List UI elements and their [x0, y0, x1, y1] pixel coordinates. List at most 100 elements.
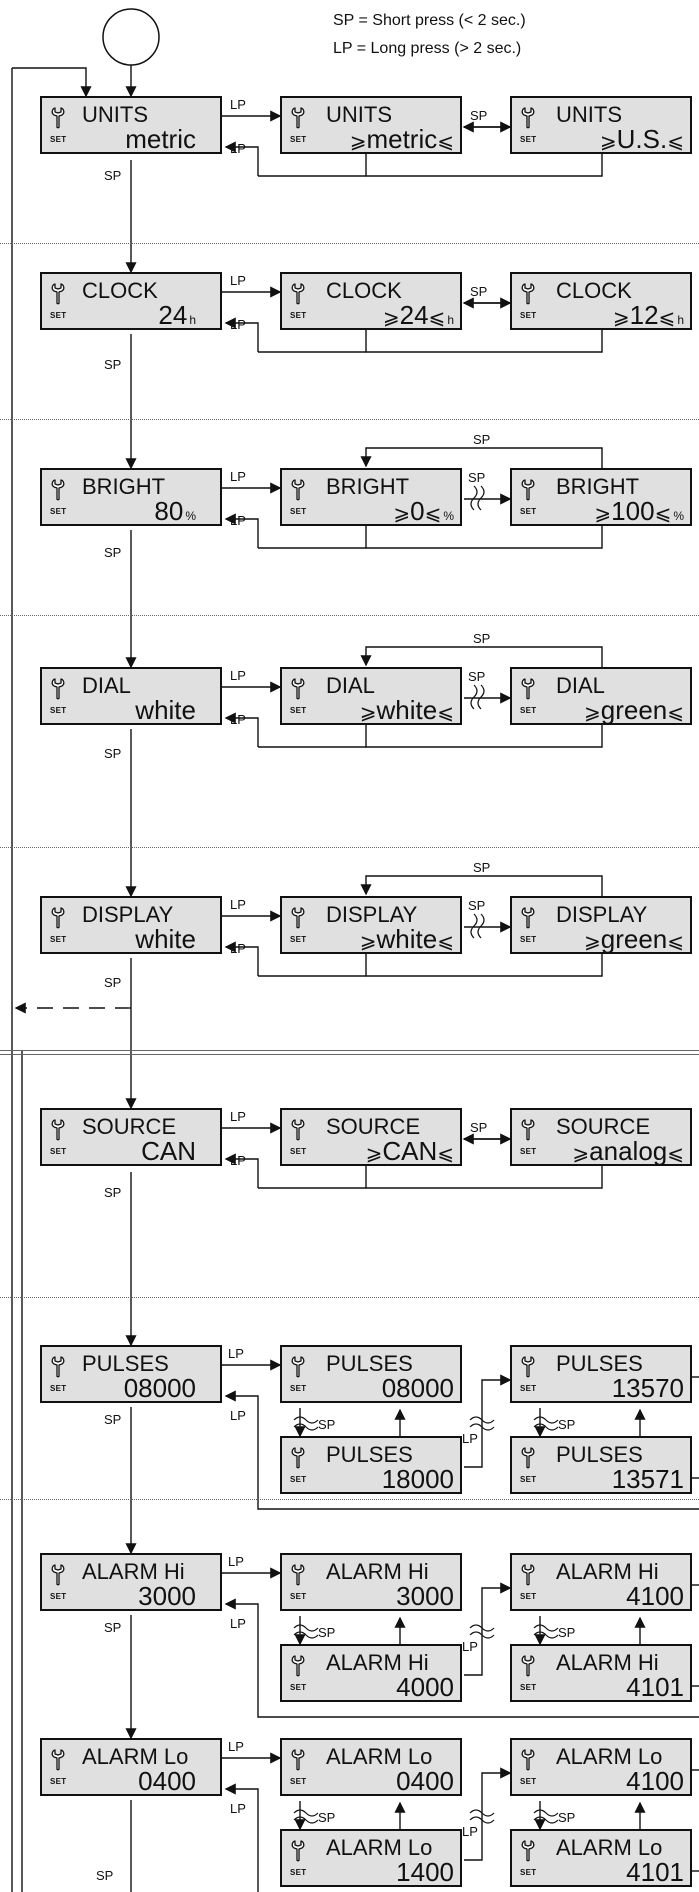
- set-label: SET: [520, 135, 537, 144]
- alarm-hi-edit-value: 3000: [396, 1581, 454, 1611]
- unit-text: %: [185, 509, 196, 523]
- units-value: metric: [125, 124, 196, 154]
- bracket-left-icon: ⩾: [359, 931, 377, 953]
- clock-option-12-box: SET CLOCK ⩾12⩽h: [510, 272, 692, 330]
- clock-title: CLOCK: [556, 278, 632, 303]
- lp-label: LP: [230, 897, 246, 912]
- bracket-left-icon: ⩾: [572, 1143, 590, 1165]
- display-title: DISPLAY: [556, 902, 648, 927]
- sp-label: SP: [473, 860, 491, 875]
- lp-label: LP: [228, 1346, 244, 1361]
- option-text: 12: [629, 300, 659, 330]
- bright-value: 80%: [154, 497, 196, 530]
- wrench-icon: [291, 283, 309, 305]
- wrench-icon: [291, 678, 309, 700]
- clock-option-24-box: SET CLOCK ⩾24⩽h: [280, 272, 462, 330]
- set-label: SET: [290, 507, 307, 516]
- bracket-left-icon: ⩾: [583, 702, 601, 724]
- set-label: SET: [50, 1592, 67, 1601]
- value-text: 80: [154, 496, 184, 526]
- lp-label: LP: [230, 1616, 246, 1631]
- option-text: 100: [611, 496, 655, 526]
- source-option-can-box: SET SOURCE ⩾CAN⩽: [280, 1108, 462, 1166]
- source-title: SOURCE: [326, 1114, 421, 1139]
- set-label: SET: [290, 1777, 307, 1786]
- alarm-lo-current-box: SET ALARM Lo 0400: [40, 1738, 222, 1796]
- bright-option-100-box: SET BRIGHT ⩾100⩽%: [510, 468, 692, 526]
- wrench-icon: [51, 1119, 69, 1141]
- units-option-value: ⩾metric⩽: [350, 125, 454, 156]
- wrench-icon: [521, 678, 539, 700]
- alarm-lo-value: 0400: [138, 1766, 196, 1796]
- bracket-right-icon: ⩽: [667, 931, 684, 953]
- pulses-edit-value: 13571: [611, 1464, 684, 1494]
- wrench-icon: [291, 907, 309, 929]
- display-option-value: ⩾green⩽: [584, 925, 684, 956]
- value-text: 24: [158, 300, 188, 330]
- alarm-hi-title: ALARM Hi: [326, 1650, 429, 1675]
- dial-title: DIAL: [326, 673, 375, 698]
- bracket-right-icon: ⩽: [658, 307, 676, 329]
- sp-label: SP: [104, 1185, 122, 1200]
- wrench-icon: [51, 1749, 69, 1771]
- wrench-icon: [291, 1655, 309, 1677]
- set-label: SET: [290, 1683, 307, 1692]
- wrench-icon: [291, 1749, 309, 1771]
- dial-option-green-box: SET DIAL ⩾green⩽: [510, 667, 692, 725]
- units-option-metric-box: SET UNITS ⩾metric⩽: [280, 96, 462, 154]
- set-label: SET: [290, 706, 307, 715]
- alarm-lo-edit-box: SET ALARM Lo 1400: [280, 1829, 462, 1887]
- wrench-icon: [51, 678, 69, 700]
- section-separator: [0, 243, 699, 244]
- section-separator: [0, 1499, 699, 1500]
- bracket-left-icon: ⩾: [359, 702, 377, 724]
- alarm-lo-edit-value: 0400: [396, 1766, 454, 1796]
- pulses-edit-box: SET PULSES 13570: [510, 1345, 692, 1403]
- start-circle: [102, 8, 160, 66]
- lp-label: LP: [230, 273, 246, 288]
- unit-text: %: [673, 509, 684, 523]
- wrench-icon: [521, 107, 539, 129]
- set-label: SET: [50, 507, 67, 516]
- source-title: SOURCE: [82, 1114, 177, 1139]
- sp-label: SP: [468, 898, 486, 913]
- display-title: DISPLAY: [82, 902, 174, 927]
- lp-label: LP: [230, 97, 246, 112]
- bracket-left-icon: ⩾: [382, 307, 400, 329]
- alarm-hi-edit-box: SET ALARM Hi 4101: [510, 1644, 692, 1702]
- alarm-lo-edit-value: 1400: [396, 1857, 454, 1887]
- bracket-right-icon: ⩽: [428, 307, 446, 329]
- wrench-icon: [291, 1356, 309, 1378]
- set-label: SET: [520, 1475, 537, 1484]
- set-label: SET: [50, 1147, 67, 1156]
- sp-label: SP: [558, 1625, 576, 1640]
- bright-title: BRIGHT: [82, 474, 166, 499]
- sp-label: SP: [558, 1810, 576, 1825]
- pulses-title: PULSES: [556, 1351, 643, 1376]
- set-label: SET: [50, 1384, 67, 1393]
- sp-label: SP: [104, 1620, 122, 1635]
- pulses-edit-value: 18000: [381, 1464, 454, 1494]
- alarm-hi-title: ALARM Hi: [556, 1650, 659, 1675]
- dial-option-value: ⩾green⩽: [584, 696, 684, 727]
- lp-label: LP: [230, 712, 246, 727]
- bracket-left-icon: ⩾: [594, 503, 612, 525]
- lp-label: LP: [230, 668, 246, 683]
- sp-label: SP: [470, 108, 488, 123]
- bright-option-value: ⩾100⩽%: [594, 497, 684, 530]
- wrench-icon: [51, 1564, 69, 1586]
- lp-label: LP: [230, 1801, 246, 1816]
- sp-label: SP: [473, 432, 491, 447]
- display-current-box: SET DISPLAY white: [40, 896, 222, 954]
- option-text: green: [600, 924, 668, 954]
- option-text: CAN: [382, 1136, 438, 1166]
- alarm-hi-current-box: SET ALARM Hi 3000: [40, 1553, 222, 1611]
- display-value: white: [135, 924, 196, 954]
- bracket-right-icon: ⩽: [424, 503, 442, 525]
- alarm-hi-edit-box: SET ALARM Hi 3000: [280, 1553, 462, 1611]
- units-option-us-box: SET UNITS ⩾U.S.⩽: [510, 96, 692, 154]
- wrench-icon: [521, 1840, 539, 1862]
- lp-label: LP: [230, 513, 246, 528]
- pulses-edit-box: SET PULSES 08000: [280, 1345, 462, 1403]
